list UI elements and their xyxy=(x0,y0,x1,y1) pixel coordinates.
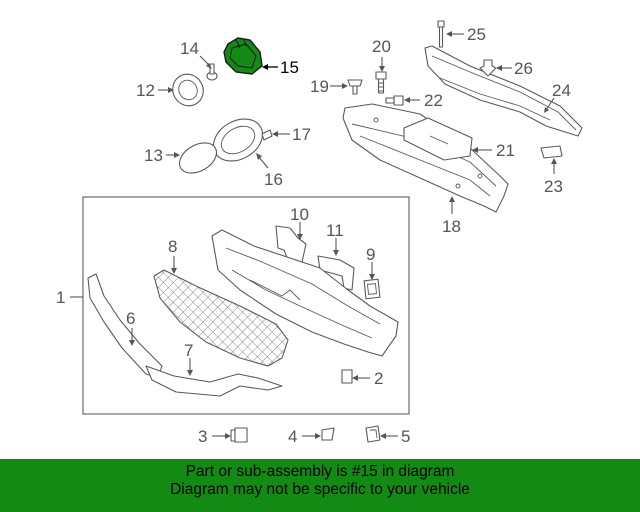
part-19-clip[interactable] xyxy=(347,79,363,95)
callout-22: 22 xyxy=(424,91,443,110)
part-12-emblem-bracket[interactable] xyxy=(167,69,209,112)
callout-11: 11 xyxy=(326,221,344,240)
callout-15: 15 xyxy=(280,58,299,77)
callout-labels: 1 2 3 4 5 6 7 8 9 10 11 12 13 14 15 16 1… xyxy=(56,25,571,446)
part-8-mesh-grille[interactable] xyxy=(153,269,289,367)
info-banner: Part or sub-assembly is #15 in diagram D… xyxy=(0,459,640,512)
callout-23: 23 xyxy=(544,177,563,196)
callout-21: 21 xyxy=(496,141,515,160)
callout-13: 13 xyxy=(144,146,163,165)
callout-14: 14 xyxy=(180,39,199,58)
callout-5: 5 xyxy=(401,427,410,446)
part-20-bolt[interactable] xyxy=(375,71,387,94)
callout-10: 10 xyxy=(290,205,309,224)
callout-3: 3 xyxy=(198,427,207,446)
callout-26: 26 xyxy=(514,59,533,78)
part-7-chrome-strip[interactable] xyxy=(145,365,283,397)
callout-25: 25 xyxy=(467,25,486,44)
part-25-bolt[interactable] xyxy=(437,20,445,48)
callout-1: 1 xyxy=(56,288,65,307)
callout-9: 9 xyxy=(366,245,375,264)
callout-4: 4 xyxy=(288,427,297,446)
part-23-plate[interactable] xyxy=(540,145,563,159)
callout-18: 18 xyxy=(442,217,461,236)
part-21-insulator[interactable] xyxy=(403,117,473,161)
part-2-clip[interactable] xyxy=(341,369,353,384)
callout-24: 24 xyxy=(552,81,571,100)
callout-2: 2 xyxy=(374,369,383,388)
callout-8: 8 xyxy=(168,237,177,256)
callout-6: 6 xyxy=(126,309,135,328)
part-22-bolt[interactable] xyxy=(385,95,404,106)
part-17-clip[interactable] xyxy=(261,129,273,141)
part-18-radiator-support-cover[interactable] xyxy=(342,103,509,213)
callout-12: 12 xyxy=(136,81,155,100)
part-5-bracket-clip[interactable] xyxy=(365,425,381,443)
part-13-emblem[interactable] xyxy=(174,137,222,180)
part-4-clip[interactable] xyxy=(321,427,335,441)
grille-shell[interactable] xyxy=(211,229,399,357)
part-26-clip[interactable] xyxy=(479,59,497,77)
banner-line-disclaimer: Diagram may not be specific to your vehi… xyxy=(170,481,470,498)
callout-17: 17 xyxy=(292,125,311,144)
part-24-upper-cover[interactable] xyxy=(424,45,583,137)
part-16-emblem-ring[interactable] xyxy=(206,111,270,170)
callout-7: 7 xyxy=(184,341,193,360)
leader-lines xyxy=(70,31,557,439)
callout-19: 19 xyxy=(310,77,329,96)
banner-line-part-number: Part or sub-assembly is #15 in diagram xyxy=(185,463,455,480)
callout-20: 20 xyxy=(372,37,391,56)
grille-assembly-frame xyxy=(82,196,410,415)
part-9-plate[interactable] xyxy=(363,278,381,300)
parts-diagram: 1 2 3 4 5 6 7 8 9 10 11 12 13 14 15 16 1… xyxy=(56,20,583,446)
part-15-highlighted[interactable] xyxy=(223,37,263,75)
callout-16: 16 xyxy=(264,170,283,189)
part-3-screw[interactable] xyxy=(230,427,248,443)
part-6-lower-trim[interactable] xyxy=(87,273,163,379)
